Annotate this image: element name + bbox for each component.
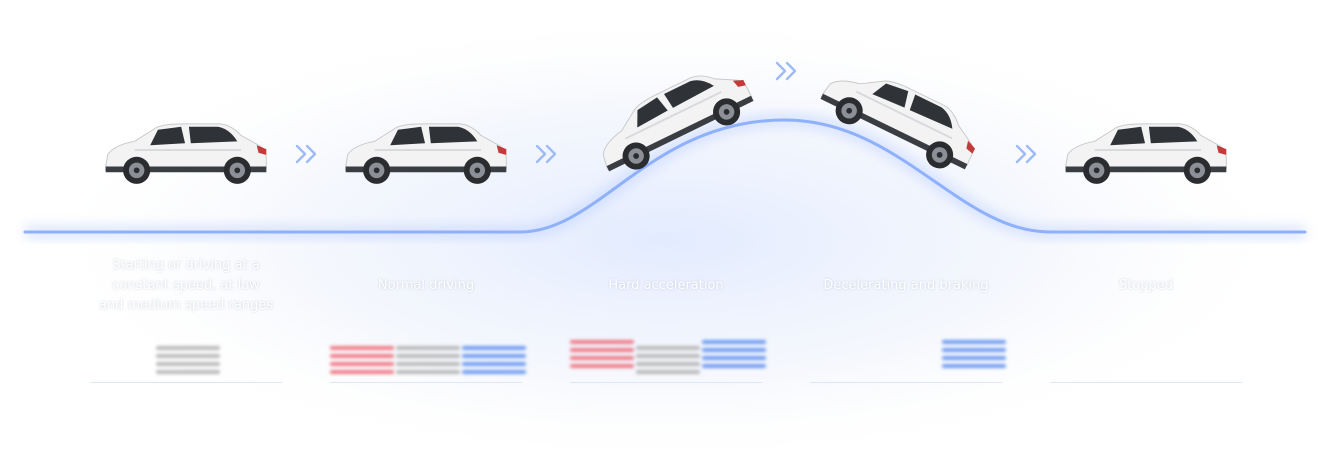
road-line bbox=[23, 118, 1307, 234]
divider bbox=[810, 382, 1002, 383]
car-image bbox=[1065, 123, 1227, 185]
power-bar-group bbox=[702, 336, 766, 372]
power-bar-group bbox=[330, 342, 394, 378]
double-chevron-right-icon bbox=[535, 144, 557, 164]
stage-label: Decelerating and braking bbox=[823, 278, 989, 293]
stage-label: Stopped bbox=[1118, 278, 1174, 293]
divider bbox=[330, 382, 522, 383]
car-image bbox=[105, 123, 267, 185]
divider bbox=[570, 382, 762, 383]
divider bbox=[90, 382, 282, 383]
stage-label: Hard acceleration bbox=[608, 278, 724, 293]
car-image bbox=[345, 123, 507, 185]
power-bar-group bbox=[156, 342, 220, 378]
double-chevron-right-icon bbox=[775, 61, 797, 81]
double-chevron-right-icon bbox=[1015, 144, 1037, 164]
double-chevron-right-icon bbox=[295, 144, 317, 164]
divider bbox=[1050, 382, 1242, 383]
power-bar-group bbox=[462, 342, 526, 378]
power-bar-group bbox=[942, 336, 1006, 372]
power-bar-group bbox=[636, 342, 700, 378]
stage-label: Starting or driving at a constant speed,… bbox=[98, 258, 274, 313]
power-bar-group bbox=[570, 336, 634, 380]
power-bar-group bbox=[396, 342, 460, 378]
stage-label: Normal driving bbox=[377, 278, 475, 293]
